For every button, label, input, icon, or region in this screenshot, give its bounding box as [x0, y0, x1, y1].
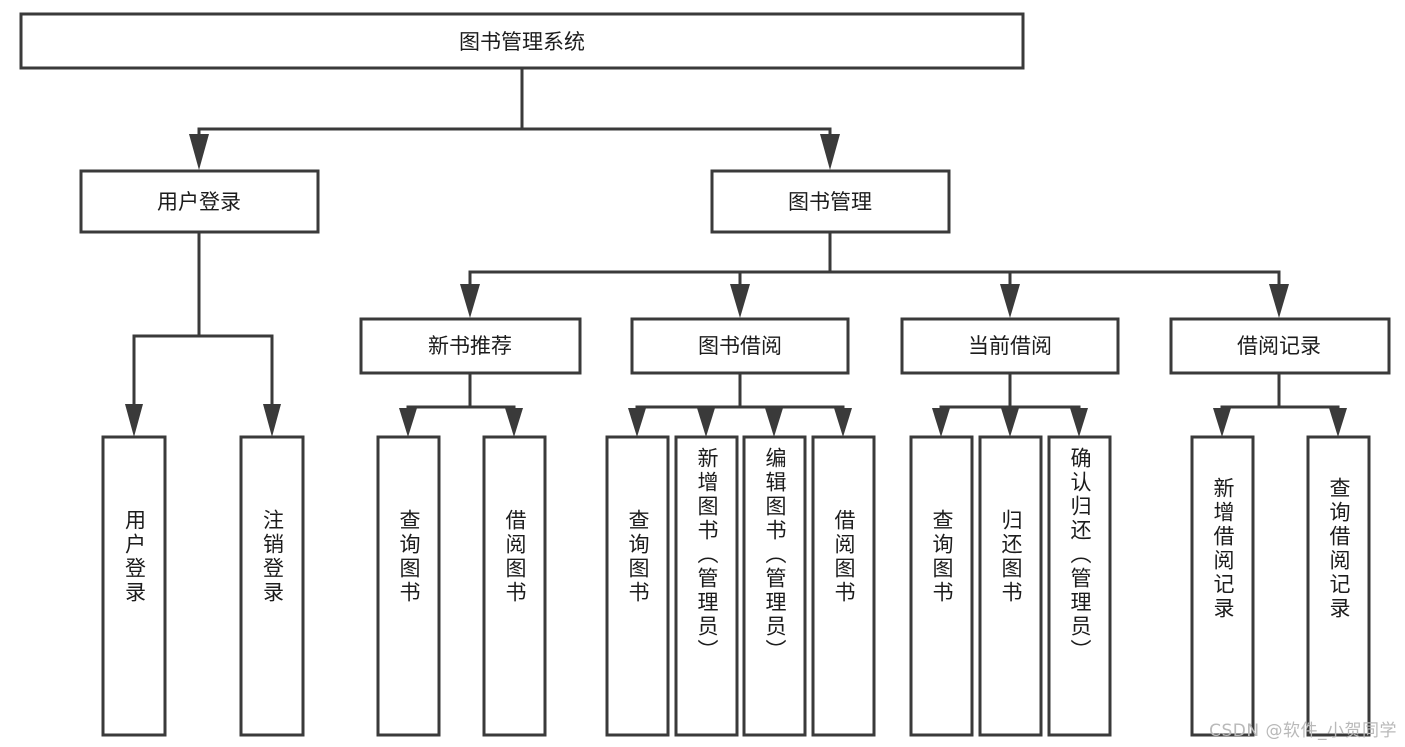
arrow-head-borrow-record: [1269, 284, 1289, 318]
arrow-head-borrow-book: [730, 284, 750, 318]
arrow-head-borrow-record-leaf-1: [1213, 408, 1231, 437]
leaf-box-current-borrow-1[interactable]: [909, 435, 974, 737]
node-current-borrow-label: 当前借阅: [968, 334, 1052, 358]
arrow-head-borrow-book-leaf-4: [834, 408, 852, 437]
arrow-head-current-borrow-leaf-2: [1001, 408, 1019, 437]
node-borrow-book-box[interactable]: [630, 317, 850, 375]
leaf-box-current-borrow-3[interactable]: [1047, 435, 1112, 737]
node-root-box[interactable]: [19, 12, 1025, 70]
leaf-box-borrow-record-1[interactable]: [1190, 435, 1255, 737]
arrow-head-user-login-leaf-1: [125, 404, 143, 437]
node-borrow-record-label: 借阅记录: [1237, 334, 1321, 358]
node-current-borrow-box[interactable]: [900, 317, 1120, 375]
arrow-head-current-borrow: [1000, 284, 1020, 318]
watermark-text: CSDN @软件_小贺同学: [1209, 721, 1397, 741]
leaf-box-user-login-1[interactable]: [101, 435, 167, 737]
node-new-book-box[interactable]: [359, 317, 582, 375]
arrow-head-user-login: [189, 134, 209, 170]
node-book-mgmt-box[interactable]: [710, 169, 951, 234]
leaf-box-borrow-book-4[interactable]: [811, 435, 876, 737]
node-book-mgmt-label: 图书管理: [788, 190, 872, 214]
arrow-head-borrow-book-leaf-1: [628, 408, 646, 437]
arrow-head-new-book-leaf-1: [399, 408, 417, 437]
leaf-box-new-book-2[interactable]: [482, 435, 547, 737]
leaf-box-borrow-book-3[interactable]: [742, 435, 807, 737]
arrow-head-borrow-record-leaf-2: [1329, 408, 1347, 437]
node-root-label: 图书管理系统: [459, 30, 585, 54]
arrow-head-user-login-leaf-2: [263, 404, 281, 437]
arrow-head-current-borrow-leaf-1: [932, 408, 950, 437]
leaf-box-current-borrow-2[interactable]: [978, 435, 1043, 737]
leaf-box-new-book-1[interactable]: [376, 435, 441, 737]
node-borrow-book-label: 图书借阅: [698, 334, 782, 358]
arrow-head-borrow-book-leaf-2: [697, 408, 715, 437]
node-user-login-label: 用户登录: [157, 190, 241, 214]
arrow-head-new-book: [460, 284, 480, 318]
arrow-head-current-borrow-leaf-3: [1070, 408, 1088, 437]
arrow-head-new-book-leaf-2: [505, 408, 523, 437]
leaf-box-user-login-2[interactable]: [239, 435, 305, 737]
node-borrow-record-box[interactable]: [1169, 317, 1391, 375]
arrow-head-borrow-book-leaf-3: [765, 408, 783, 437]
node-new-book-label: 新书推荐: [428, 334, 512, 358]
leaf-box-borrow-book-2[interactable]: [674, 435, 739, 737]
leaf-box-borrow-record-2[interactable]: [1306, 435, 1371, 737]
arrow-head-book-mgmt: [820, 134, 840, 170]
leaf-box-borrow-book-1[interactable]: [605, 435, 670, 737]
